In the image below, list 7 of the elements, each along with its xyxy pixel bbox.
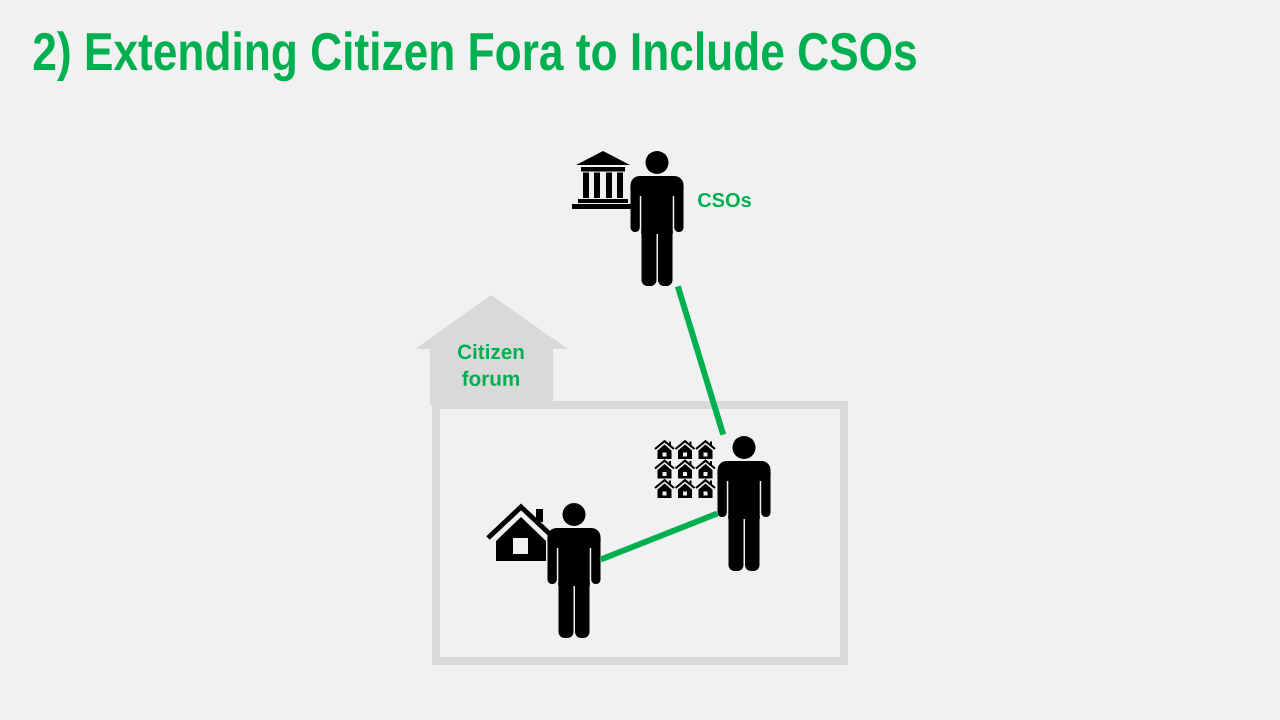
connector-line bbox=[599, 510, 719, 563]
node-label: CSOs bbox=[698, 192, 751, 208]
house-tab: Citizen forum bbox=[415, 295, 568, 405]
person bbox=[547, 503, 601, 638]
connector-line bbox=[674, 285, 727, 436]
person bbox=[717, 436, 771, 571]
title: 2) Extending Citizen Fora to Include CSOs bbox=[33, 31, 916, 82]
